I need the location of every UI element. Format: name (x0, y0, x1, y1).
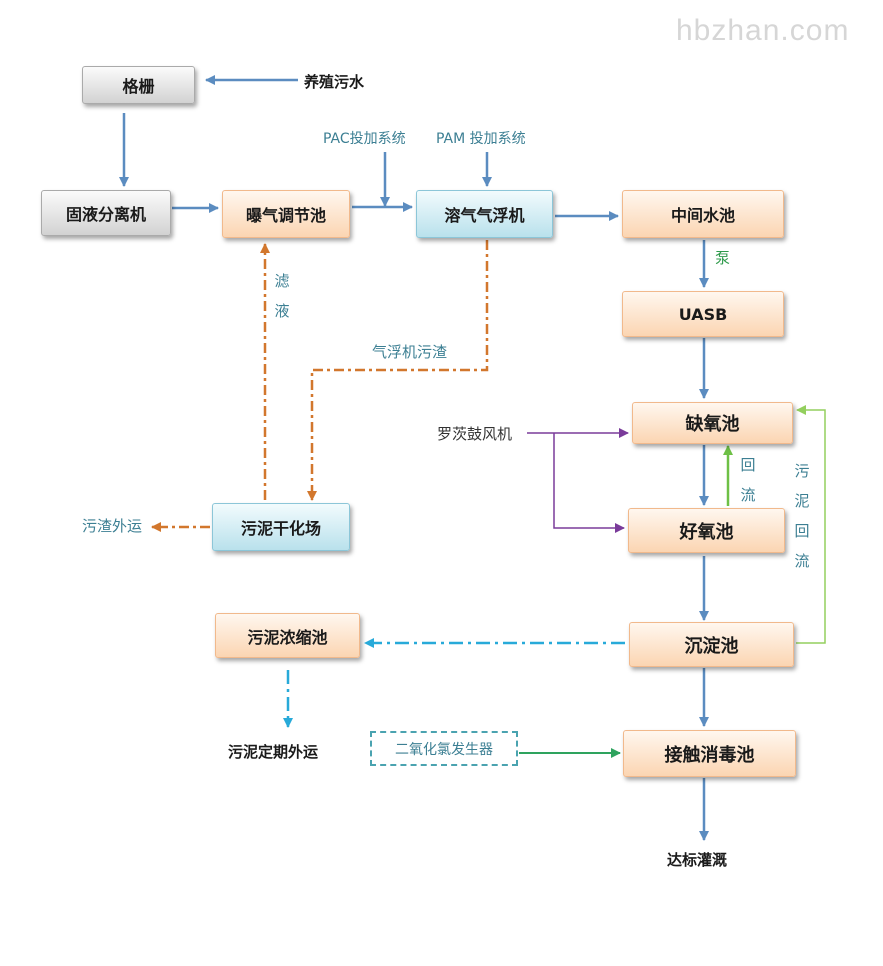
watermark: hbzhan.com (676, 14, 850, 47)
line-blower-to-aerobic (553, 433, 625, 533)
roots-blower-label: 罗茨鼓风机 (437, 425, 513, 443)
sedimentation-tank-box: 沉淀池 (629, 622, 794, 667)
pam-label: PAM 投加系统 (436, 131, 526, 147)
return-flow-label: 回流 (740, 456, 756, 504)
intermediate-tank-box: 中间水池 (622, 190, 784, 238)
filtrate-label: 滤液 (274, 272, 290, 320)
line-sludge-return (796, 405, 826, 644)
line-scum-to-drying (307, 240, 489, 501)
sludge-drying-box: 污泥干化场 (212, 503, 350, 551)
solid-liquid-separator-box: 固液分离机 (41, 190, 171, 236)
residue-out-label: 污渣外运 (82, 517, 143, 535)
sludge-thickener-box: 污泥浓缩池 (215, 613, 360, 658)
uasb-box: UASB (622, 291, 784, 337)
aerobic-tank-box: 好氧池 (628, 508, 785, 553)
pump-label: 泵 (715, 249, 731, 267)
influent-label: 养殖污水 (304, 73, 365, 91)
sludge-return-label: 污泥回流 (794, 462, 810, 570)
discharge-label: 达标灌溉 (667, 851, 728, 869)
scum-label: 气浮机污渣 (372, 343, 448, 361)
disinfection-tank-box: 接触消毒池 (623, 730, 796, 777)
sludge-out-label: 污泥定期外运 (228, 743, 319, 761)
aeration-tank-box: 曝气调节池 (222, 190, 350, 238)
grille-box: 格栅 (82, 66, 195, 104)
pac-label: PAC投加系统 (323, 131, 406, 147)
chlorine-dioxide-generator-box: 二氧化氯发生器 (370, 731, 518, 766)
anoxic-tank-box: 缺氧池 (632, 402, 793, 444)
daf-box: 溶气气浮机 (416, 190, 553, 238)
